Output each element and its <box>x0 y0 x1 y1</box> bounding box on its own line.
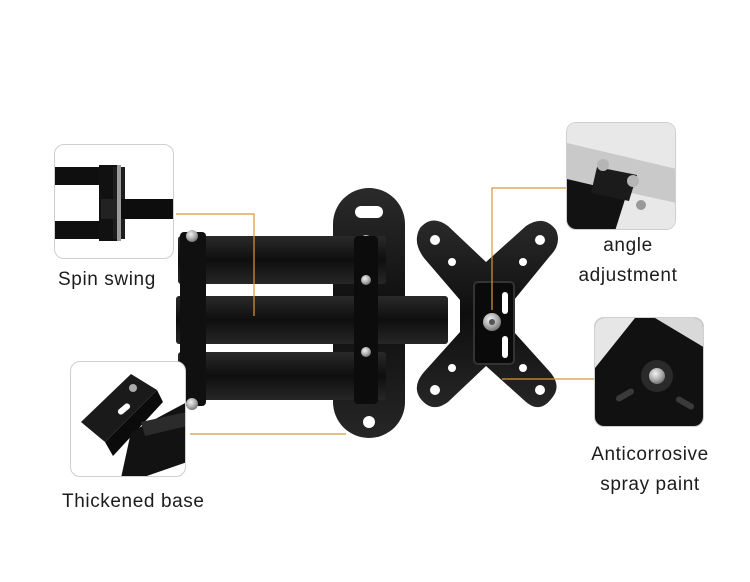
spin-swing-label: Spin swing <box>58 269 156 290</box>
angle-adjustment-label: angle adjustment <box>573 236 683 285</box>
spin-swing-detail-image <box>54 144 174 259</box>
callout-lines <box>176 187 594 435</box>
angle-adjustment-detail-image <box>566 122 676 230</box>
swing-arms <box>176 230 448 410</box>
anticorrosive-label: Anticorrosive spray paint <box>584 445 716 494</box>
thickened-base-detail-image <box>70 361 186 477</box>
anticorrosive-label-line1: Anticorrosive <box>591 444 709 465</box>
anticorrosive-label-line2: spray paint <box>600 474 700 495</box>
angle-adjustment-label-line1: angle <box>603 235 653 256</box>
anticorrosive-detail-image <box>594 317 704 427</box>
vesa-plate <box>416 220 558 408</box>
thickened-base-label: Thickened base <box>62 491 205 512</box>
angle-adjustment-label-line2: adjustment <box>578 265 678 286</box>
